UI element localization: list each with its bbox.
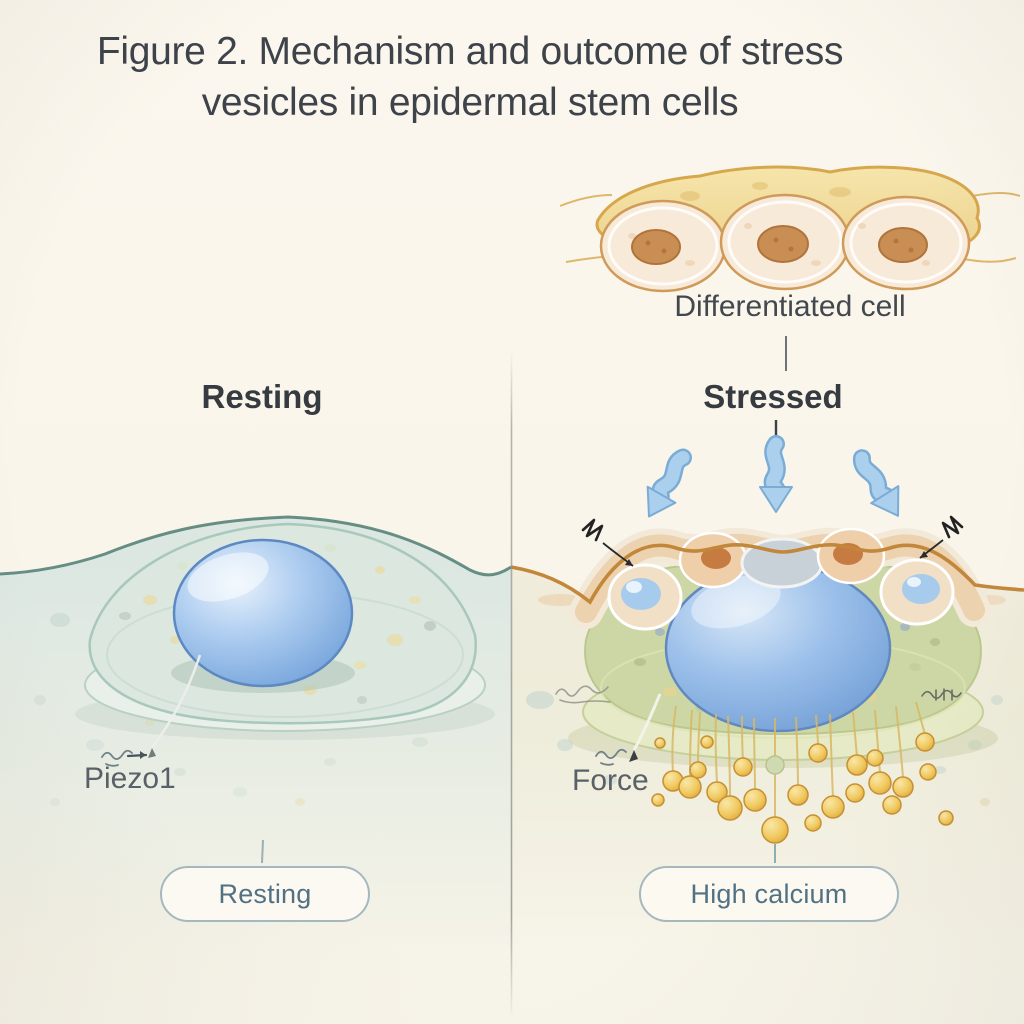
differentiated-cell-label: Differentiated cell — [674, 290, 906, 323]
piezo1-label: Piezo1 — [84, 762, 176, 795]
figure-title-line1: Figure 2. Mechanism and outcome of stres… — [96, 30, 844, 73]
resting-state-badge: Resting — [160, 866, 370, 922]
figure-title-line2: vesicles in epidermal stem cells — [201, 81, 739, 125]
force-label: Force — [572, 764, 649, 797]
stressed-heading: Stressed — [703, 378, 843, 415]
resting-heading: Resting — [201, 378, 323, 415]
high-calcium-state-badge: High calcium — [639, 866, 899, 922]
figure-title: Figure 2. Mechanism and outcome of stres… — [70, 26, 870, 129]
